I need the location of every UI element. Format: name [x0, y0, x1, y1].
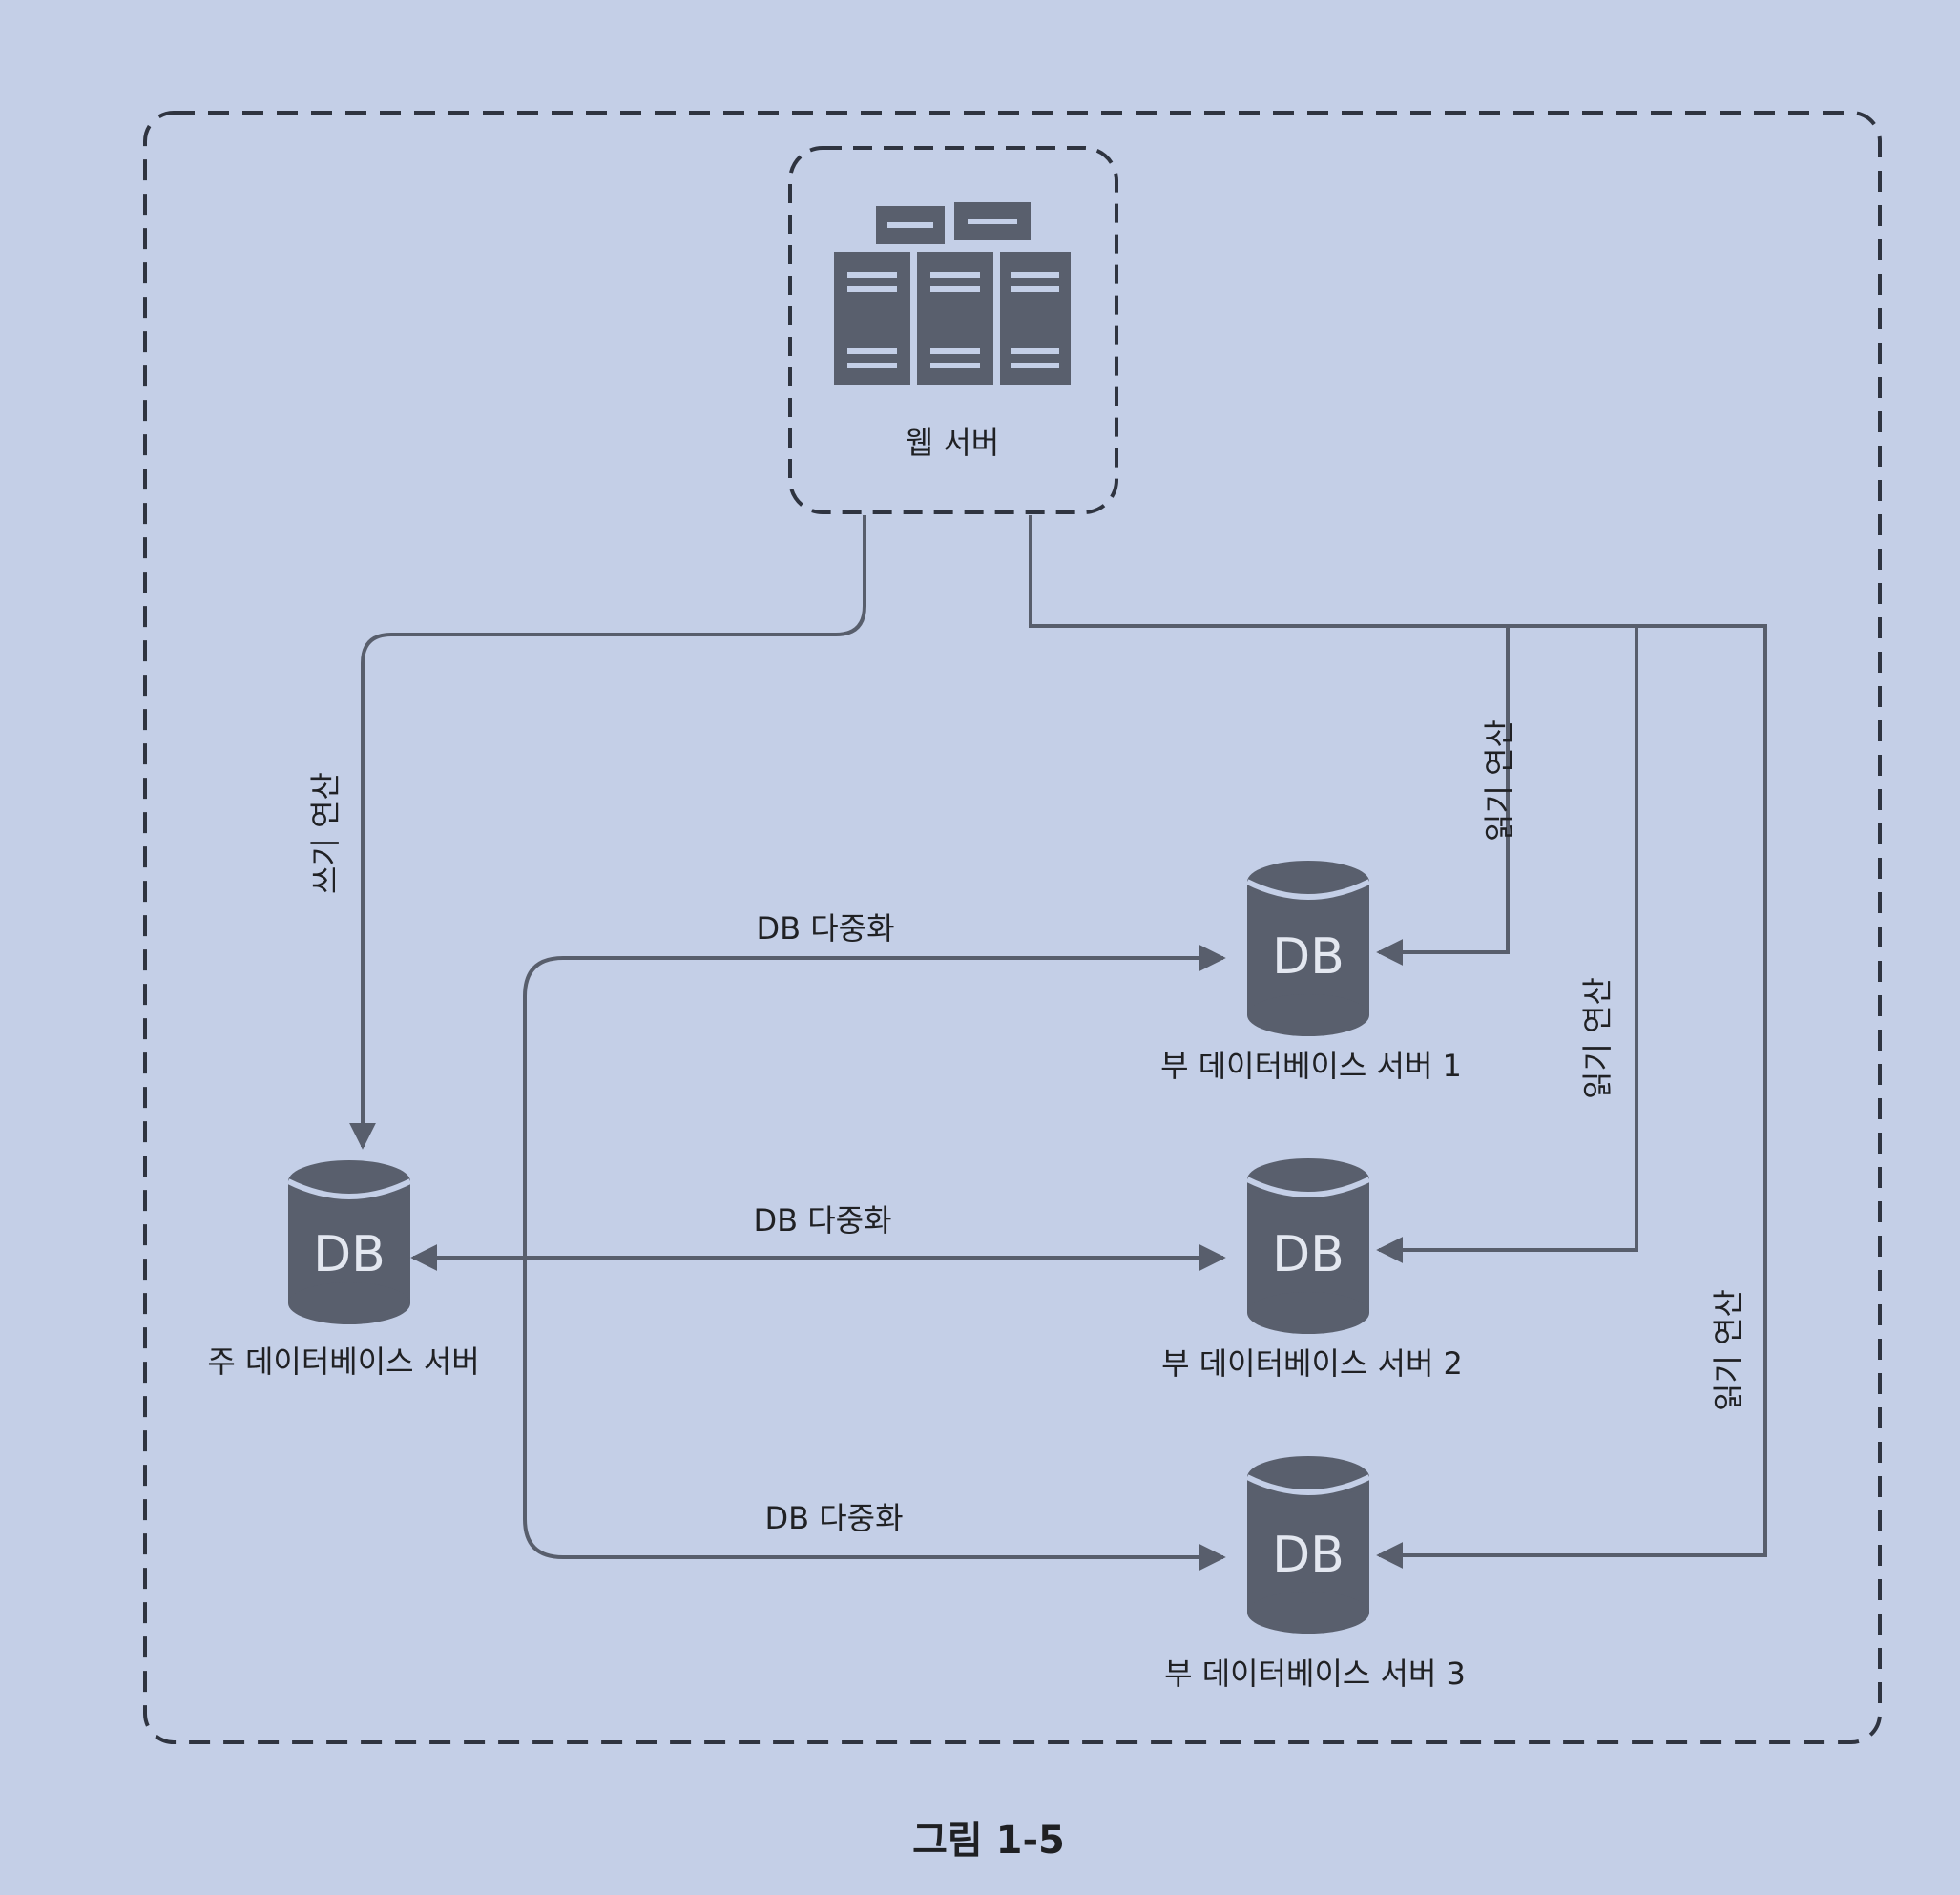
write-edge-label: 쓰기 연산 [307, 772, 344, 894]
master-db-icon-text: DB [313, 1226, 386, 1283]
server-rack-icon [834, 202, 1071, 385]
figure-caption: 그림 1-5 [912, 1819, 1065, 1863]
replication-edge-label-1: DB 다중화 [756, 910, 894, 947]
slave-database-1-icon: DB [1245, 861, 1371, 1036]
read-edge-label-2: 읽기 연산 [1579, 977, 1616, 1099]
read-connector-2 [1376, 626, 1638, 1263]
slave-database-2-icon: DB [1245, 1158, 1371, 1334]
write-connector [349, 515, 866, 1150]
slave-db-2-label: 부 데이터베이스 서버 2 [1161, 1345, 1463, 1382]
master-database-icon: DB [286, 1160, 412, 1324]
replication-edge-label-2: DB 다중화 [753, 1202, 891, 1239]
slave-2-icon-text: DB [1272, 1226, 1345, 1283]
read-connector-1 [1376, 626, 1510, 966]
web-server-boundary [788, 146, 1118, 514]
slave-db-1-label: 부 데이터베이스 서버 1 [1160, 1048, 1462, 1084]
read-edge-label-3: 읽기 연산 [1710, 1289, 1746, 1411]
slave-database-3-icon: DB [1245, 1456, 1371, 1634]
replication-edge-label-3: DB 다중화 [764, 1500, 903, 1536]
web-server-label: 웹 서버 [906, 425, 1000, 461]
read-connector-3 [1029, 515, 1767, 1569]
slave-1-icon-text: DB [1272, 928, 1345, 986]
master-db-label: 주 데이터베이스 서버 [207, 1343, 479, 1380]
slave-3-icon-text: DB [1272, 1527, 1345, 1584]
read-edge-label-1: 읽기 연산 [1481, 719, 1517, 842]
outer-dashed-boundary [143, 111, 1882, 1744]
slave-db-3-label: 부 데이터베이스 서버 3 [1164, 1656, 1466, 1692]
